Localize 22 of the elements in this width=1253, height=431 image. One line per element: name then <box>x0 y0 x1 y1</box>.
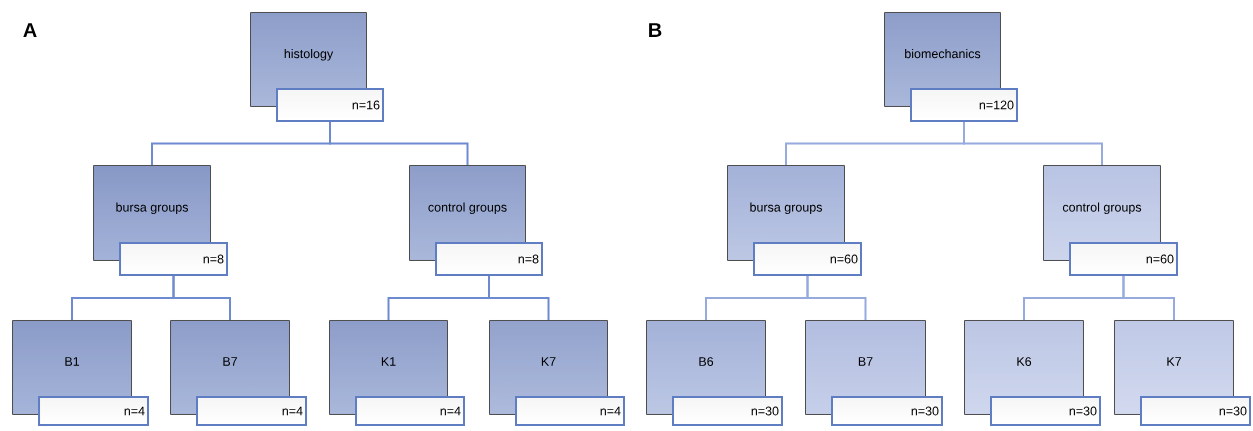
count-box: n=4 <box>196 396 307 426</box>
count-box: n=60 <box>753 242 862 276</box>
connector-line <box>1122 275 1175 321</box>
panel-letter: B <box>649 23 662 37</box>
count-box: n=8 <box>119 242 228 276</box>
count-box: n=120 <box>910 88 1018 122</box>
connector-line <box>488 275 550 321</box>
count-box: n=8 <box>435 242 543 276</box>
count-box: n=4 <box>515 396 625 426</box>
count-box: n=4 <box>38 396 149 426</box>
count-box: n=4 <box>355 396 465 426</box>
count-box: n=16 <box>276 88 384 122</box>
count-box: n=30 <box>990 396 1101 426</box>
connector-line <box>963 121 1103 166</box>
connector-line <box>329 121 469 166</box>
panel-letter: A <box>23 23 37 37</box>
count-box: n=30 <box>1140 396 1251 426</box>
count-box: n=60 <box>1069 242 1178 276</box>
connector-line <box>806 275 867 321</box>
count-box: n=30 <box>672 396 783 426</box>
count-box: n=30 <box>831 396 943 426</box>
connector-line <box>172 275 231 321</box>
